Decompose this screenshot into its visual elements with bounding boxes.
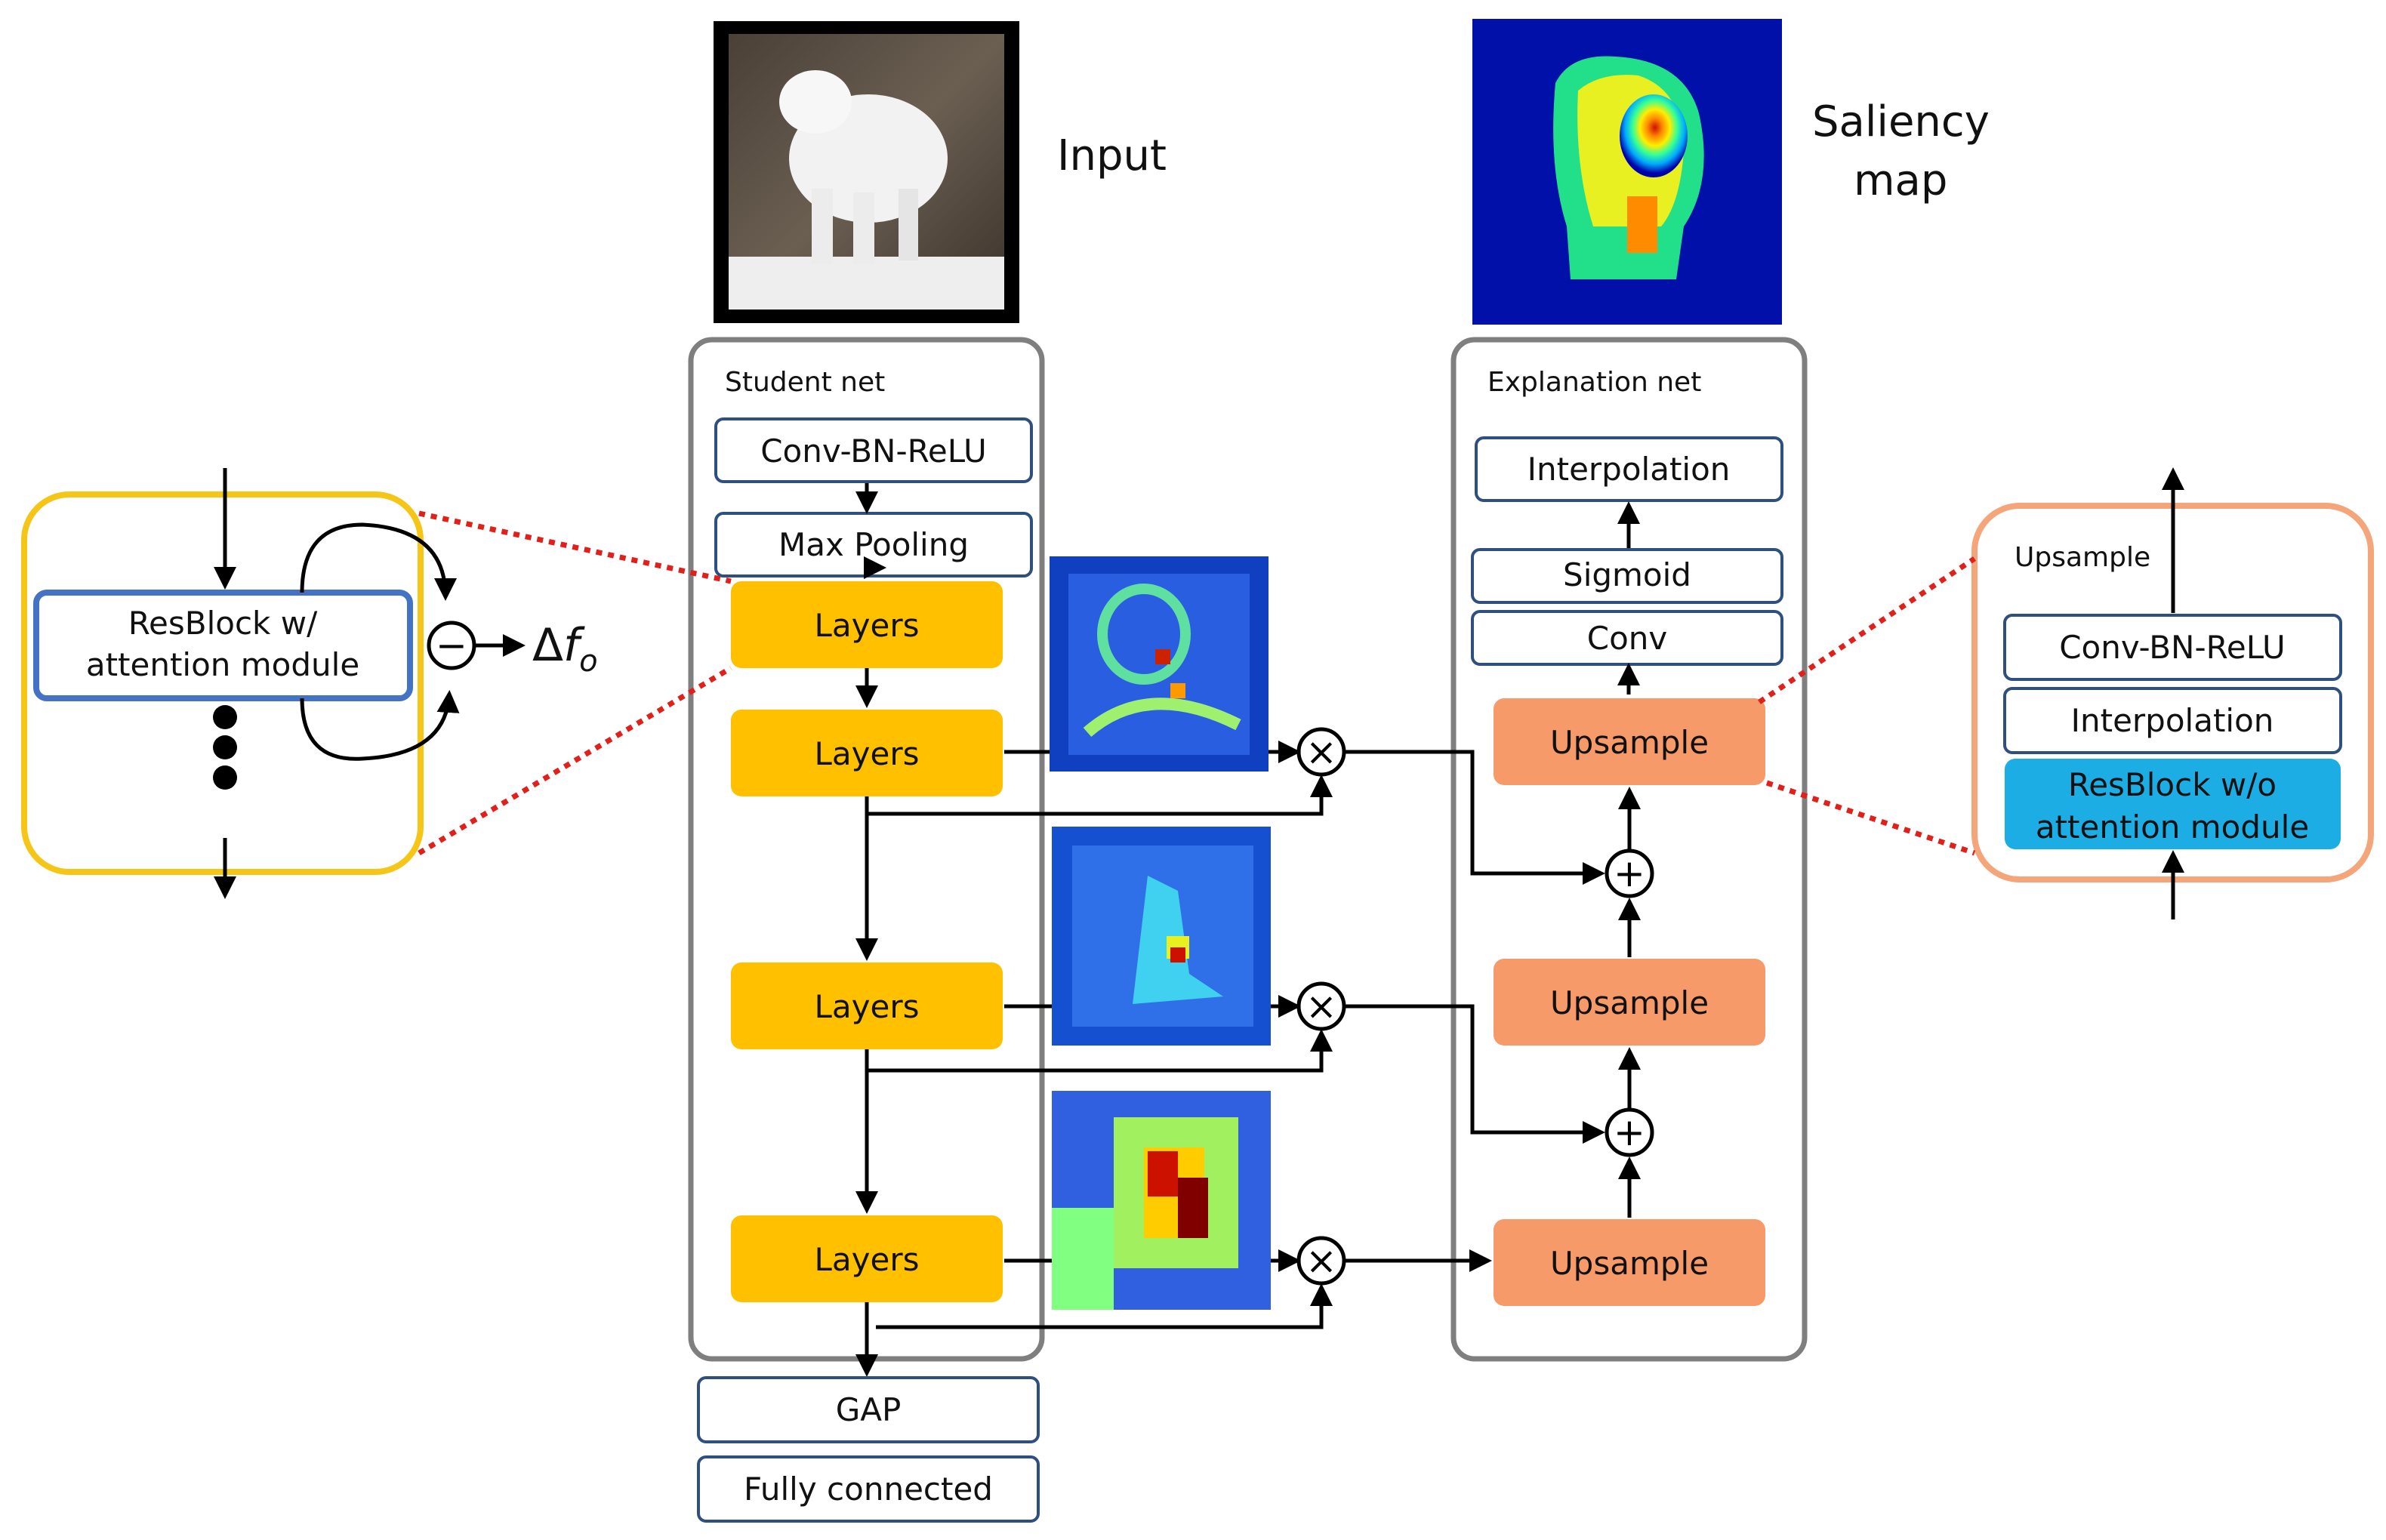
svg-text:×: × <box>1306 730 1337 774</box>
interpolation-box <box>1475 436 1783 502</box>
layers-label-4: Layers <box>815 1241 920 1278</box>
interpolation-label: Interpolation <box>1527 451 1731 488</box>
upsample-conv-bn-relu-label: Conv-BN-ReLU <box>2059 629 2286 666</box>
student-net-title: Student net <box>725 367 885 398</box>
explanation-net-title: Explanation net <box>1487 367 1701 398</box>
resblock-wo-label-line2: attention module <box>2036 808 2309 845</box>
svg-text:+: + <box>1614 852 1645 895</box>
input-image <box>714 21 1019 323</box>
layers-label-1: Layers <box>815 607 920 644</box>
layers-box-2 <box>731 710 1003 796</box>
upsample-label-3: Upsample <box>1550 1245 1709 1282</box>
upsample-interpolation-label: Interpolation <box>2071 702 2274 739</box>
saliency-label-line2: map <box>1854 156 1947 205</box>
conv-bn-relu-label: Conv-BN-ReLU <box>760 433 987 470</box>
gap-box <box>697 1376 1040 1443</box>
resblock-without-attention-box <box>2005 759 2341 849</box>
max-pooling-label: Max Pooling <box>778 526 969 563</box>
conv-label: Conv <box>1587 620 1668 657</box>
fully-connected-label: Fully connected <box>744 1471 993 1508</box>
layers-box-1 <box>731 581 1003 668</box>
layers-label-2: Layers <box>815 735 920 772</box>
upsample-box-1 <box>1494 698 1765 785</box>
sigmoid-label: Sigmoid <box>1563 556 1691 593</box>
svg-text:−: − <box>436 624 467 667</box>
resblock-with-attention-box <box>33 590 413 701</box>
attention-map-1 <box>1050 556 1269 772</box>
ellipsis-dot <box>213 735 237 759</box>
multiply-op-2: × <box>1296 981 1346 1031</box>
ellipsis-dot <box>213 705 237 729</box>
subtract-op: − <box>427 621 476 670</box>
saliency-label-line1: Saliency <box>1812 97 1990 146</box>
delta-f-label: Δfo <box>532 619 598 679</box>
add-op-1: + <box>1605 849 1654 898</box>
upsample-box-3 <box>1494 1219 1765 1306</box>
upsample-label-2: Upsample <box>1550 984 1709 1021</box>
multiply-op-1: × <box>1296 727 1346 777</box>
conv-bn-relu-box <box>714 417 1033 483</box>
input-label: Input <box>1057 131 1167 180</box>
explanation-net-container <box>1450 337 1808 1362</box>
upsample-conv-bn-relu-box <box>2003 614 2342 681</box>
layers-box-4 <box>731 1215 1003 1302</box>
attention-map-3 <box>1052 1091 1271 1310</box>
add-op-2: + <box>1605 1107 1654 1157</box>
gap-label: GAP <box>836 1391 902 1428</box>
layers-label-3: Layers <box>815 988 920 1025</box>
saliency-map-image <box>1472 19 1782 325</box>
upsample-detail-title: Upsample <box>2015 542 2150 573</box>
resblock-label-line2: attention module <box>86 646 359 683</box>
multiply-op-3: × <box>1296 1236 1346 1286</box>
svg-text:+: + <box>1614 1110 1645 1154</box>
upsample-label-1: Upsample <box>1550 724 1709 761</box>
ellipsis-dot <box>213 765 237 790</box>
resblock-label-line1: ResBlock w/ <box>128 605 318 642</box>
svg-text:×: × <box>1306 984 1337 1028</box>
resblock-detail-container <box>21 491 424 875</box>
svg-text:×: × <box>1306 1239 1337 1283</box>
attention-map-2 <box>1052 827 1271 1046</box>
upsample-interpolation-box <box>2003 687 2342 754</box>
sigmoid-box <box>1471 548 1783 604</box>
layers-box-3 <box>731 962 1003 1049</box>
resblock-wo-label-line1: ResBlock w/o <box>2068 766 2277 803</box>
fully-connected-box <box>697 1455 1040 1523</box>
upsample-box-2 <box>1494 959 1765 1046</box>
